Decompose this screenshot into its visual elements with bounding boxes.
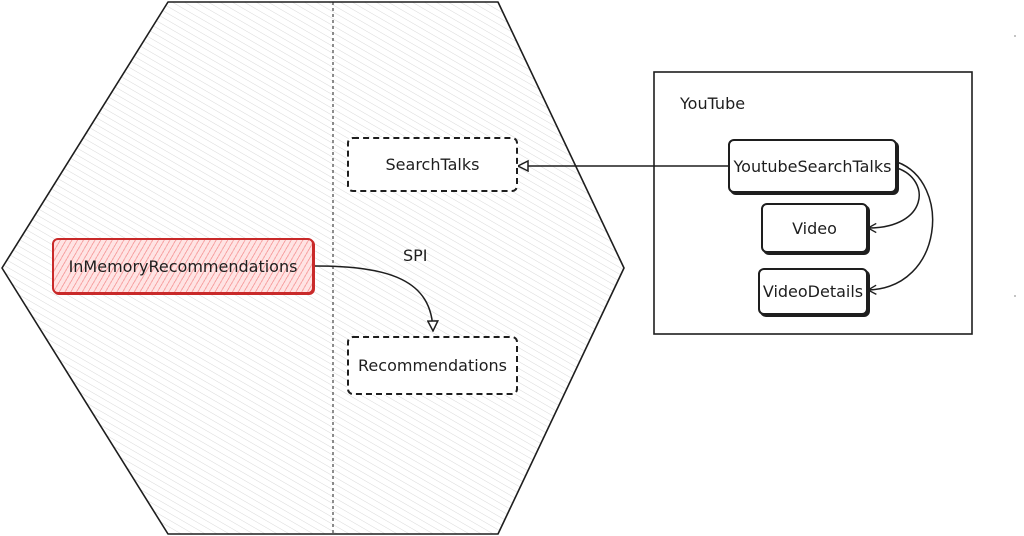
adapter-in-memory-recommendations[interactable]: InMemoryRecommendations bbox=[52, 238, 314, 294]
edge-youtubesearchtalks-to-video bbox=[866, 167, 920, 234]
edge-youtubesearchtalks-to-videodetails bbox=[866, 161, 934, 295]
port-recommendations[interactable]: Recommendations bbox=[347, 336, 518, 395]
edge-label-spi: SPI bbox=[403, 246, 428, 265]
component-youtube-search-talks[interactable]: YoutubeSearchTalks bbox=[728, 139, 897, 193]
edge-inmemory-to-recommendations bbox=[313, 265, 433, 331]
component-video[interactable]: Video bbox=[761, 203, 868, 253]
youtube-title: YouTube bbox=[680, 94, 746, 113]
port-search-talks[interactable]: SearchTalks bbox=[347, 137, 518, 192]
component-video-details[interactable]: VideoDetails bbox=[758, 268, 868, 315]
